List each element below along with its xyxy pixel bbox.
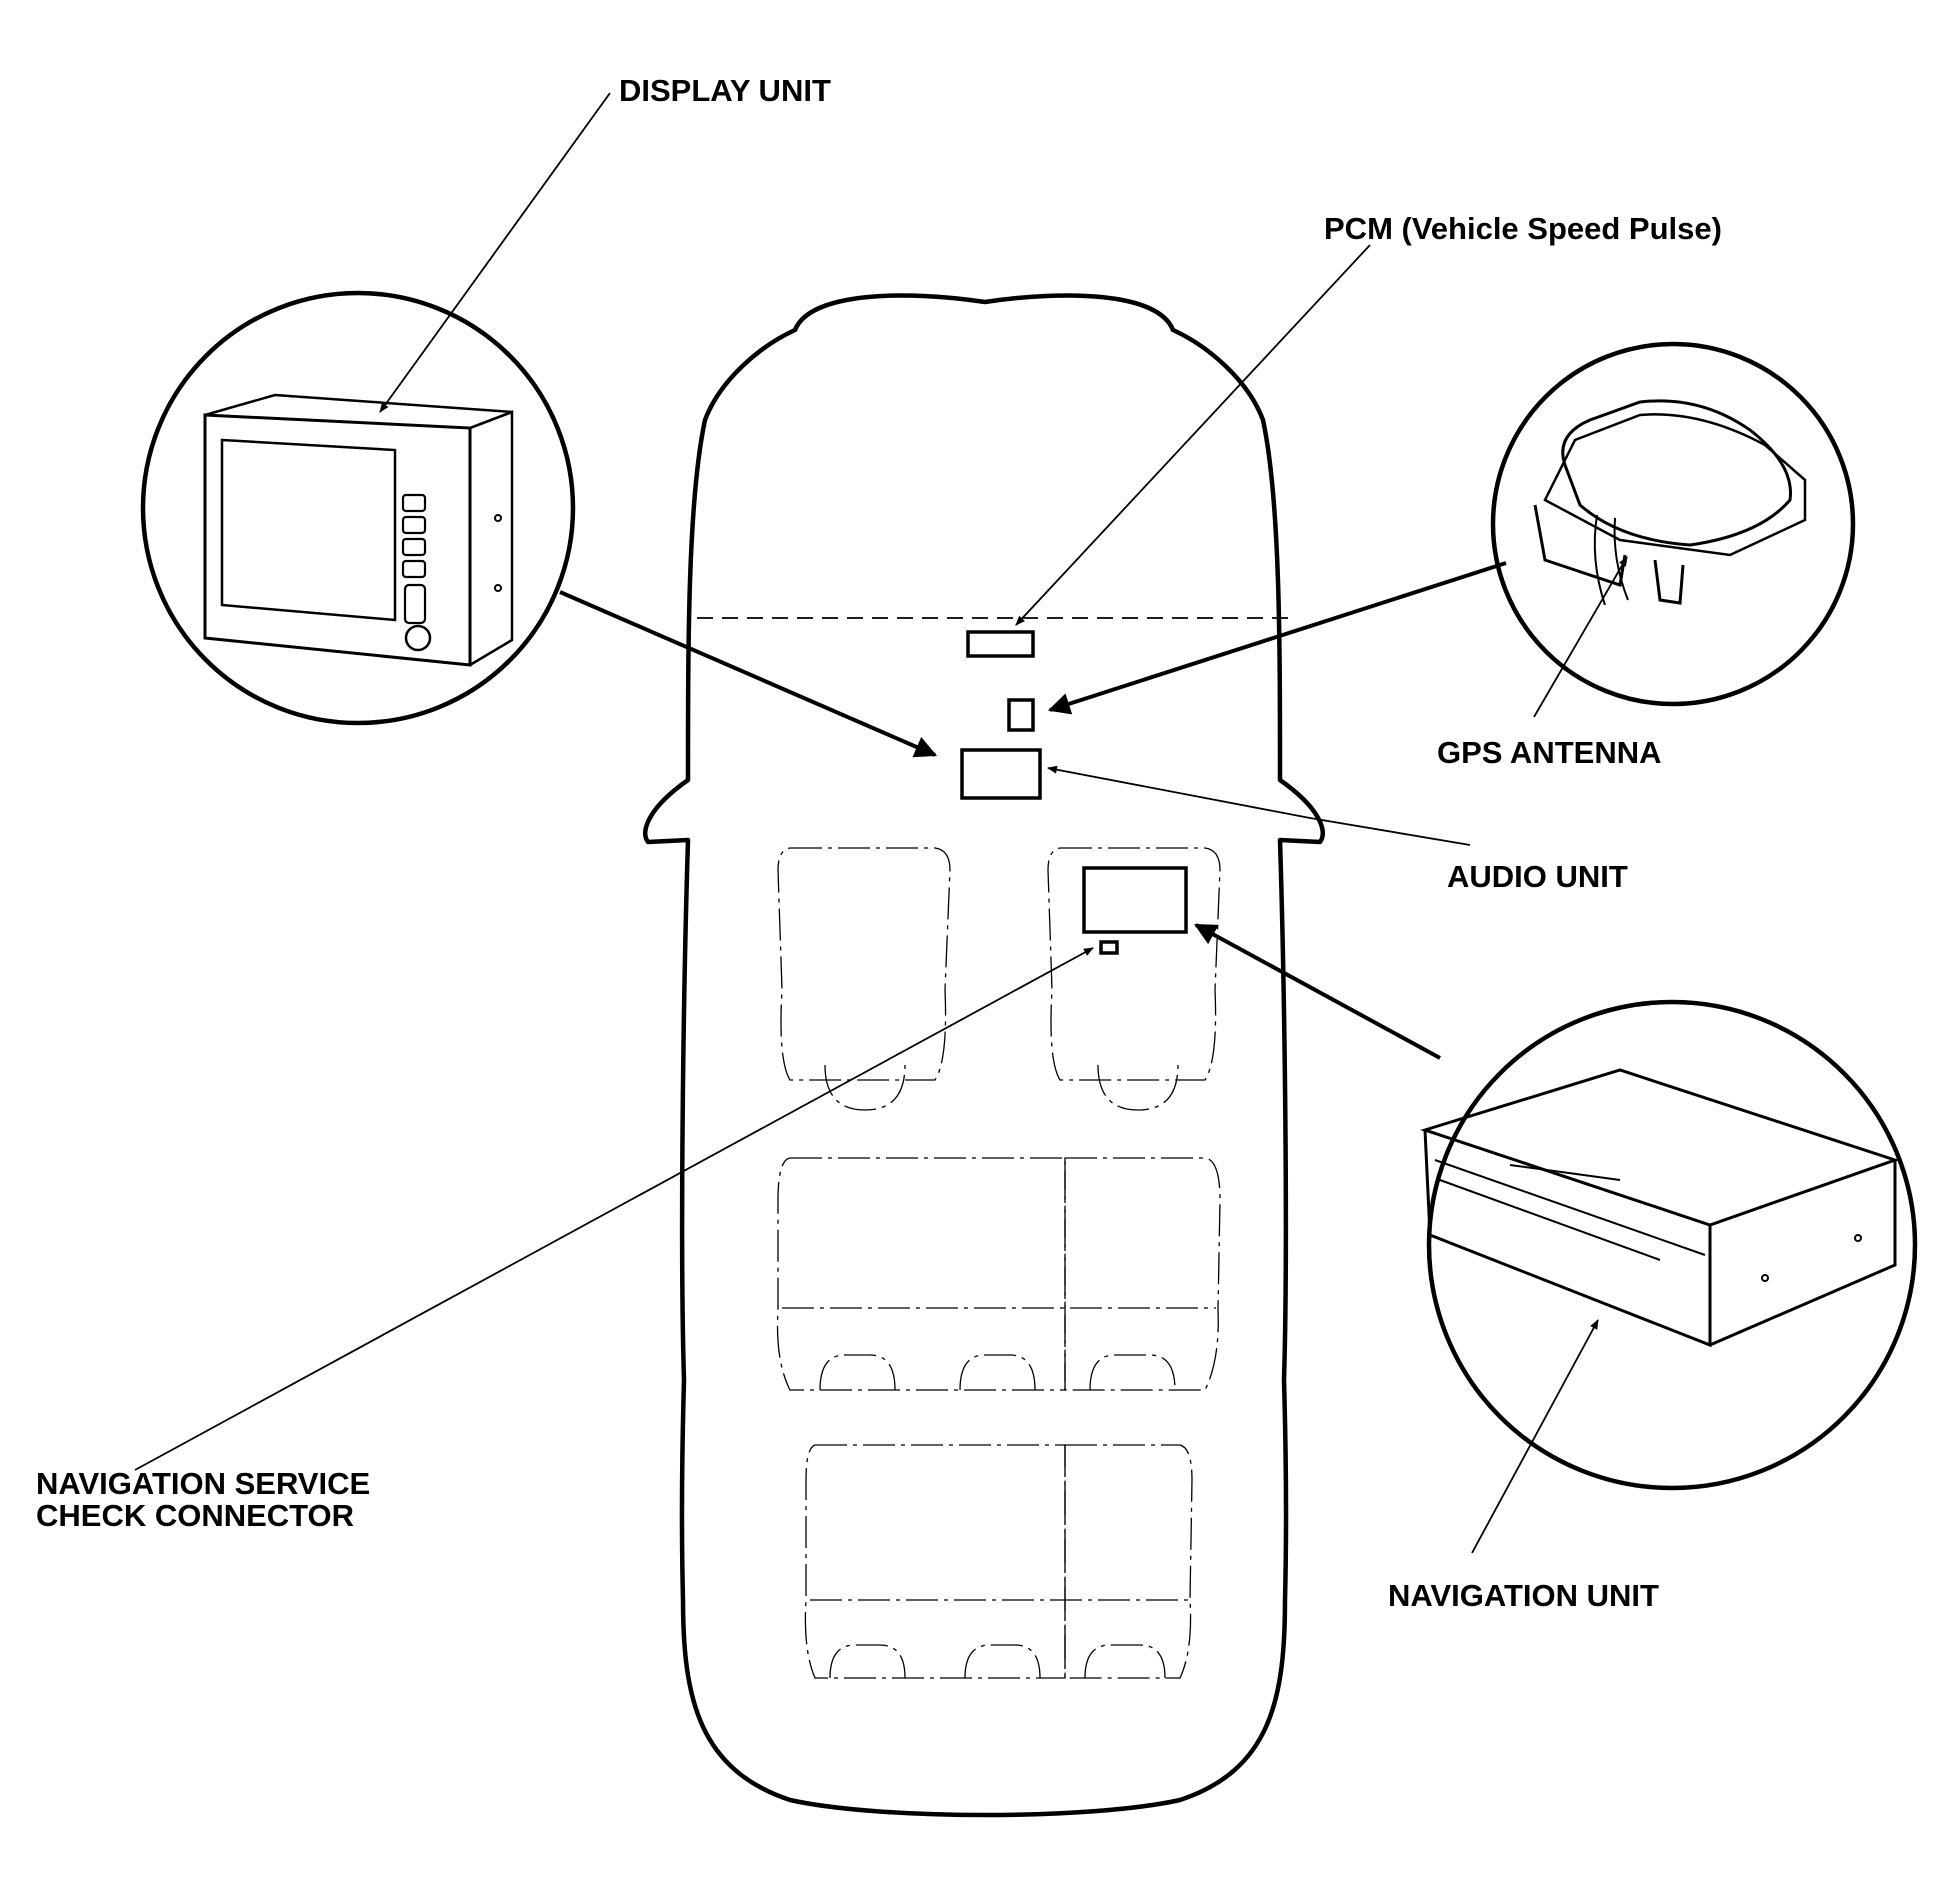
audio-unit-label: AUDIO UNIT: [1447, 859, 1628, 894]
navigation-unit-label: NAVIGATION UNIT: [1388, 1578, 1659, 1613]
pcm-leader: [1015, 244, 1371, 626]
navigation-unit-icon: [1420, 1068, 1900, 1348]
gps-antenna-circle: [1490, 341, 1856, 707]
audio-unit-leader: [1047, 765, 1471, 846]
rear-seat-left: [776, 1157, 1066, 1391]
car-body-outline: [643, 293, 1325, 1818]
display-unit-leader: [379, 92, 611, 413]
pcm-label: PCM (Vehicle Speed Pulse): [1324, 211, 1722, 246]
nav-service-connector-label-line1: NAVIGATION SERVICE: [36, 1466, 371, 1501]
display-unit-label: DISPLAY UNIT: [619, 73, 831, 108]
navigation-unit-callout: [1420, 999, 1918, 1491]
leader-lines: [134, 92, 1628, 1554]
navigation-unit-circle: [1426, 999, 1918, 1491]
navigation-unit-location-box: [1082, 866, 1188, 934]
nav-service-connector-label-line2: CHECK CONNECTOR: [36, 1498, 355, 1533]
navigation-unit-leader: [1471, 1319, 1599, 1554]
front-right-headrest: [1097, 1064, 1179, 1111]
front-left-seat: [777, 847, 951, 1081]
display-unit-circle: [140, 290, 576, 726]
seat-outlines: [776, 847, 1221, 1679]
gps-antenna-location-box: [1007, 698, 1035, 732]
front-right-seat: [1047, 847, 1221, 1081]
rear-seat-right: [1064, 1157, 1221, 1391]
front-left-headrest: [824, 1064, 906, 1111]
navigation-unit-arrow: [1194, 923, 1441, 1060]
gps-antenna-callout: [1490, 341, 1856, 707]
nav-service-connector-leader: [134, 947, 1094, 1471]
gps-antenna-arrow: [1047, 561, 1507, 715]
gps-antenna-icon: [1533, 399, 1807, 606]
display-unit-callout: [140, 290, 576, 726]
pcm-location-box: [966, 630, 1035, 658]
display-unit-icon: [203, 393, 514, 667]
heavy-pointer-arrows: [559, 561, 1507, 1060]
audio-unit-location-box: [960, 748, 1042, 800]
nav-service-connector-location-box: [1099, 940, 1119, 955]
gps-antenna-label: GPS ANTENNA: [1437, 735, 1662, 770]
third-row-seat-right: [1064, 1444, 1193, 1679]
third-row-seat-left: [804, 1444, 1066, 1679]
component-location-boxes: [960, 630, 1188, 955]
gps-antenna-leader: [1533, 556, 1628, 718]
display-unit-arrow: [559, 590, 938, 758]
